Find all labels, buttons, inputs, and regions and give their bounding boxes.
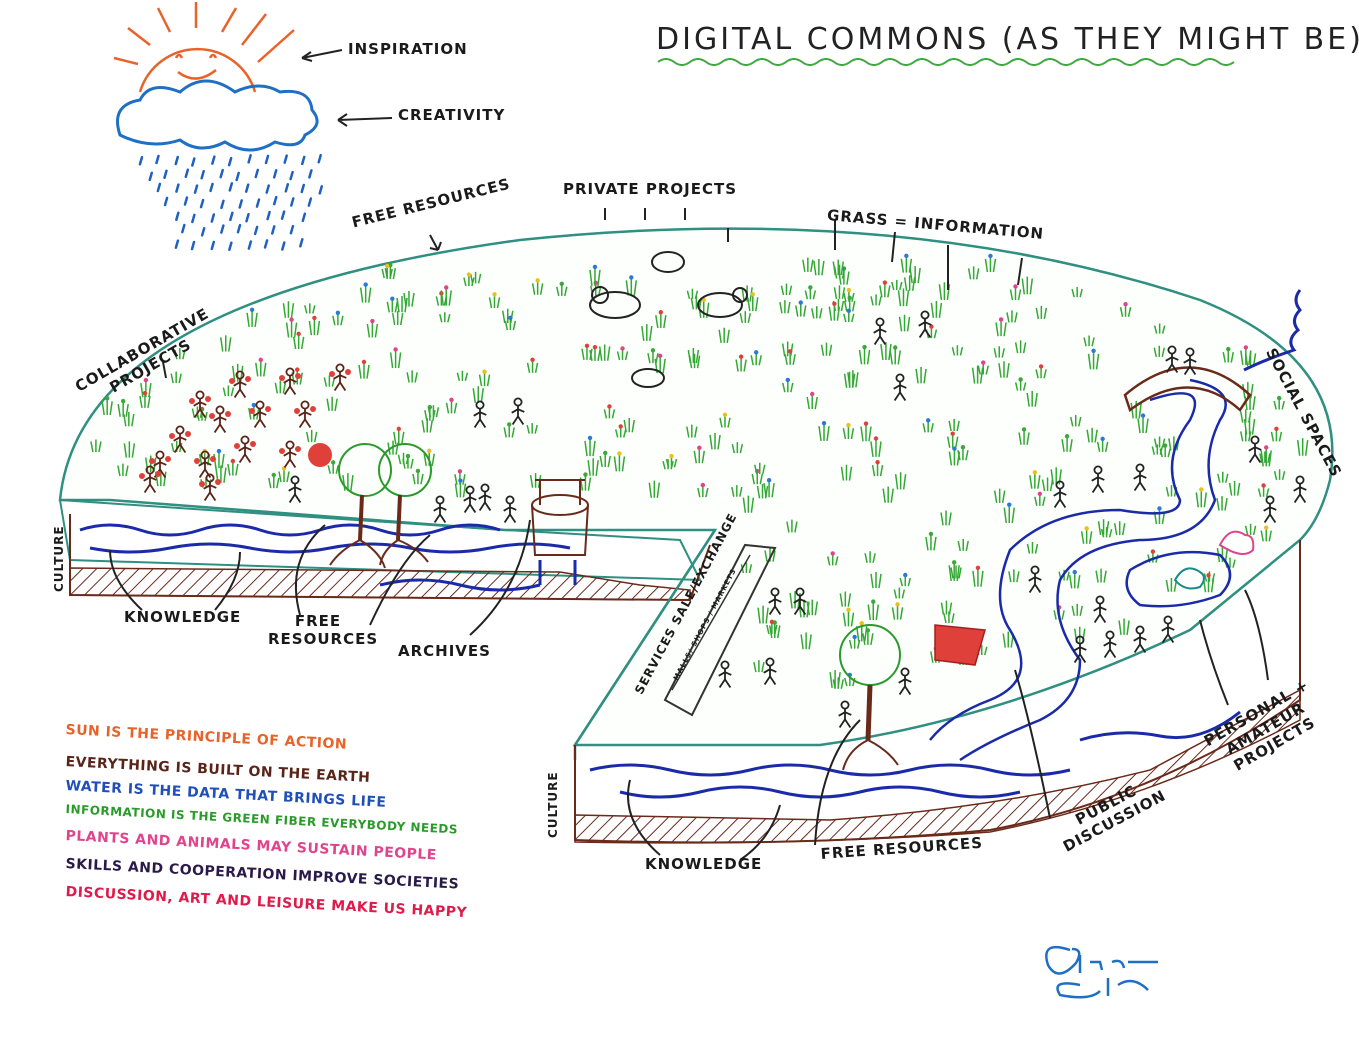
animals <box>589 251 748 388</box>
culture-right-label: CULTURE <box>546 771 560 838</box>
title-underline <box>657 58 1235 66</box>
rain-icon <box>138 153 324 251</box>
knowledge-left-label: KNOWLEDGE <box>124 608 242 626</box>
commons-plateau <box>58 227 1334 747</box>
page-title: DIGITAL COMMONS (AS THEY MIGHT BE) <box>656 22 1359 57</box>
people <box>288 310 1307 728</box>
trees <box>329 443 901 771</box>
sun-icon <box>113 2 295 93</box>
ducks <box>1173 530 1255 590</box>
knowledge-right-label: KNOWLEDGE <box>645 855 763 873</box>
private-projects-label: PRIVATE PROJECTS <box>563 180 738 198</box>
pointer-arrows <box>109 208 1269 861</box>
soil-block-right <box>574 540 1301 844</box>
well-icon <box>531 479 589 585</box>
river <box>929 289 1303 762</box>
culture-left-label: CULTURE <box>52 525 66 592</box>
cloud-icon <box>116 79 319 152</box>
label-arrows <box>301 49 393 127</box>
collaborative-projects-people <box>139 363 351 501</box>
free-resources-left-label: FREE RESOURCES <box>268 612 379 648</box>
archives-label: ARCHIVES <box>398 642 491 660</box>
creativity-label: CREATIVITY <box>398 106 506 124</box>
grass-field <box>90 253 1309 689</box>
soil-block-left <box>58 498 711 602</box>
picnic-blanket <box>934 624 986 666</box>
inspiration-label: INSPIRATION <box>348 40 468 58</box>
